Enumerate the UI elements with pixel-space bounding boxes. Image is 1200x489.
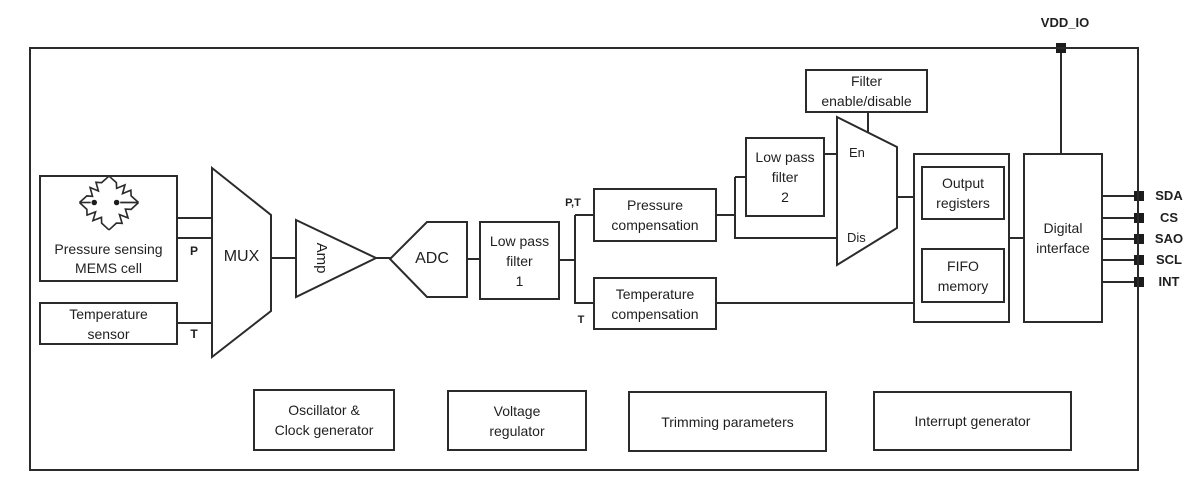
sao-pad [1134,234,1144,244]
voltage-regulator-block: Voltage regulator [447,390,587,451]
block-label: compensation [611,217,699,233]
block-label: regulator [489,422,545,439]
block-label: Pressure sensing [54,241,163,257]
chip-outline [29,47,1139,471]
output-registers-block: Output registers [921,166,1005,220]
mux-shape [211,165,272,360]
block-label: Voltage [493,402,541,419]
analog-shapes [211,115,898,360]
t-branch-label: T [577,314,585,326]
block-label: registers [936,195,990,211]
filter-enable-disable-block: Filter enable/disable [805,69,928,113]
block-label: memory [937,277,989,294]
pin-label-cs: CS [1159,210,1179,225]
block-label: Filter [850,73,883,89]
block-label: enable/disable [821,93,912,109]
disable-input-label: Dis [847,230,866,245]
fifo-memory-block: FIFO memory [921,248,1005,303]
pin-label-scl: SCL [1156,252,1182,267]
block-label: 2 [781,189,789,205]
block-label: Temperature [615,285,695,302]
block-label: 1 [515,272,524,289]
interrupt-generator-block: Interrupt generator [873,391,1072,451]
vdd-io-label: VDD_IO [1040,15,1090,30]
block-label: interface [1036,240,1090,256]
block-label: Trimming parameters [661,413,794,430]
scl-pad [1134,255,1144,265]
block-label: Interrupt generator [914,413,1031,429]
temperature-sensor-block: Temperature sensor [39,302,178,345]
block-label: Digital [1043,220,1083,236]
digital-interface-block: Digital interface [1023,153,1103,323]
pt-branch-label: P,T [565,197,581,209]
pressure-compensation-block: Pressure compensation [593,188,717,242]
block-label: filter [771,169,799,185]
block-label: Low pass [489,232,550,249]
pressure-mems-cell-block: Pressure sensing MEMS cell [39,175,178,282]
int-pad [1134,277,1144,287]
mux-label: MUX [223,248,260,265]
block-label: Output [941,175,985,191]
trimming-parameters-block: Trimming parameters [628,391,827,452]
low-pass-filter-2-block: Low pass filter 2 [745,137,825,217]
amp-triangle [295,218,379,299]
oscillator-clock-generator-block: Oscillator & Clock generator [253,389,395,451]
block-label: sensor [87,325,130,342]
amp-label: Amp [313,242,331,274]
block-label: Oscillator & [288,402,360,418]
pin-label-int: INT [1158,274,1180,289]
block-label: MEMS cell [75,260,142,276]
wires [178,48,1139,324]
pin-label-sao: SAO [1154,231,1184,246]
block-label: Clock generator [274,422,374,438]
temperature-compensation-block: Temperature compensation [593,277,717,330]
filter-select-mux-shape [836,115,898,267]
block-label: Temperature [69,305,148,322]
block-label: Pressure [626,197,684,213]
sda-pad [1134,191,1144,201]
low-pass-filter-1-block: Low pass filter 1 [479,221,560,300]
temperature-signal-label: T [190,327,198,341]
block-label: filter [506,252,533,269]
cs-pad [1134,213,1144,223]
block-label: FIFO [947,257,979,274]
block-label: compensation [611,305,699,322]
pin-label-sda: SDA [1155,188,1183,203]
wheatstone-bridge-icon [76,173,142,237]
pressure-signal-label: P [189,244,198,258]
block-label: Low pass [755,149,815,165]
adc-shape [388,221,468,298]
enable-input-label: En [849,145,865,160]
adc-label: ADC [415,250,449,267]
